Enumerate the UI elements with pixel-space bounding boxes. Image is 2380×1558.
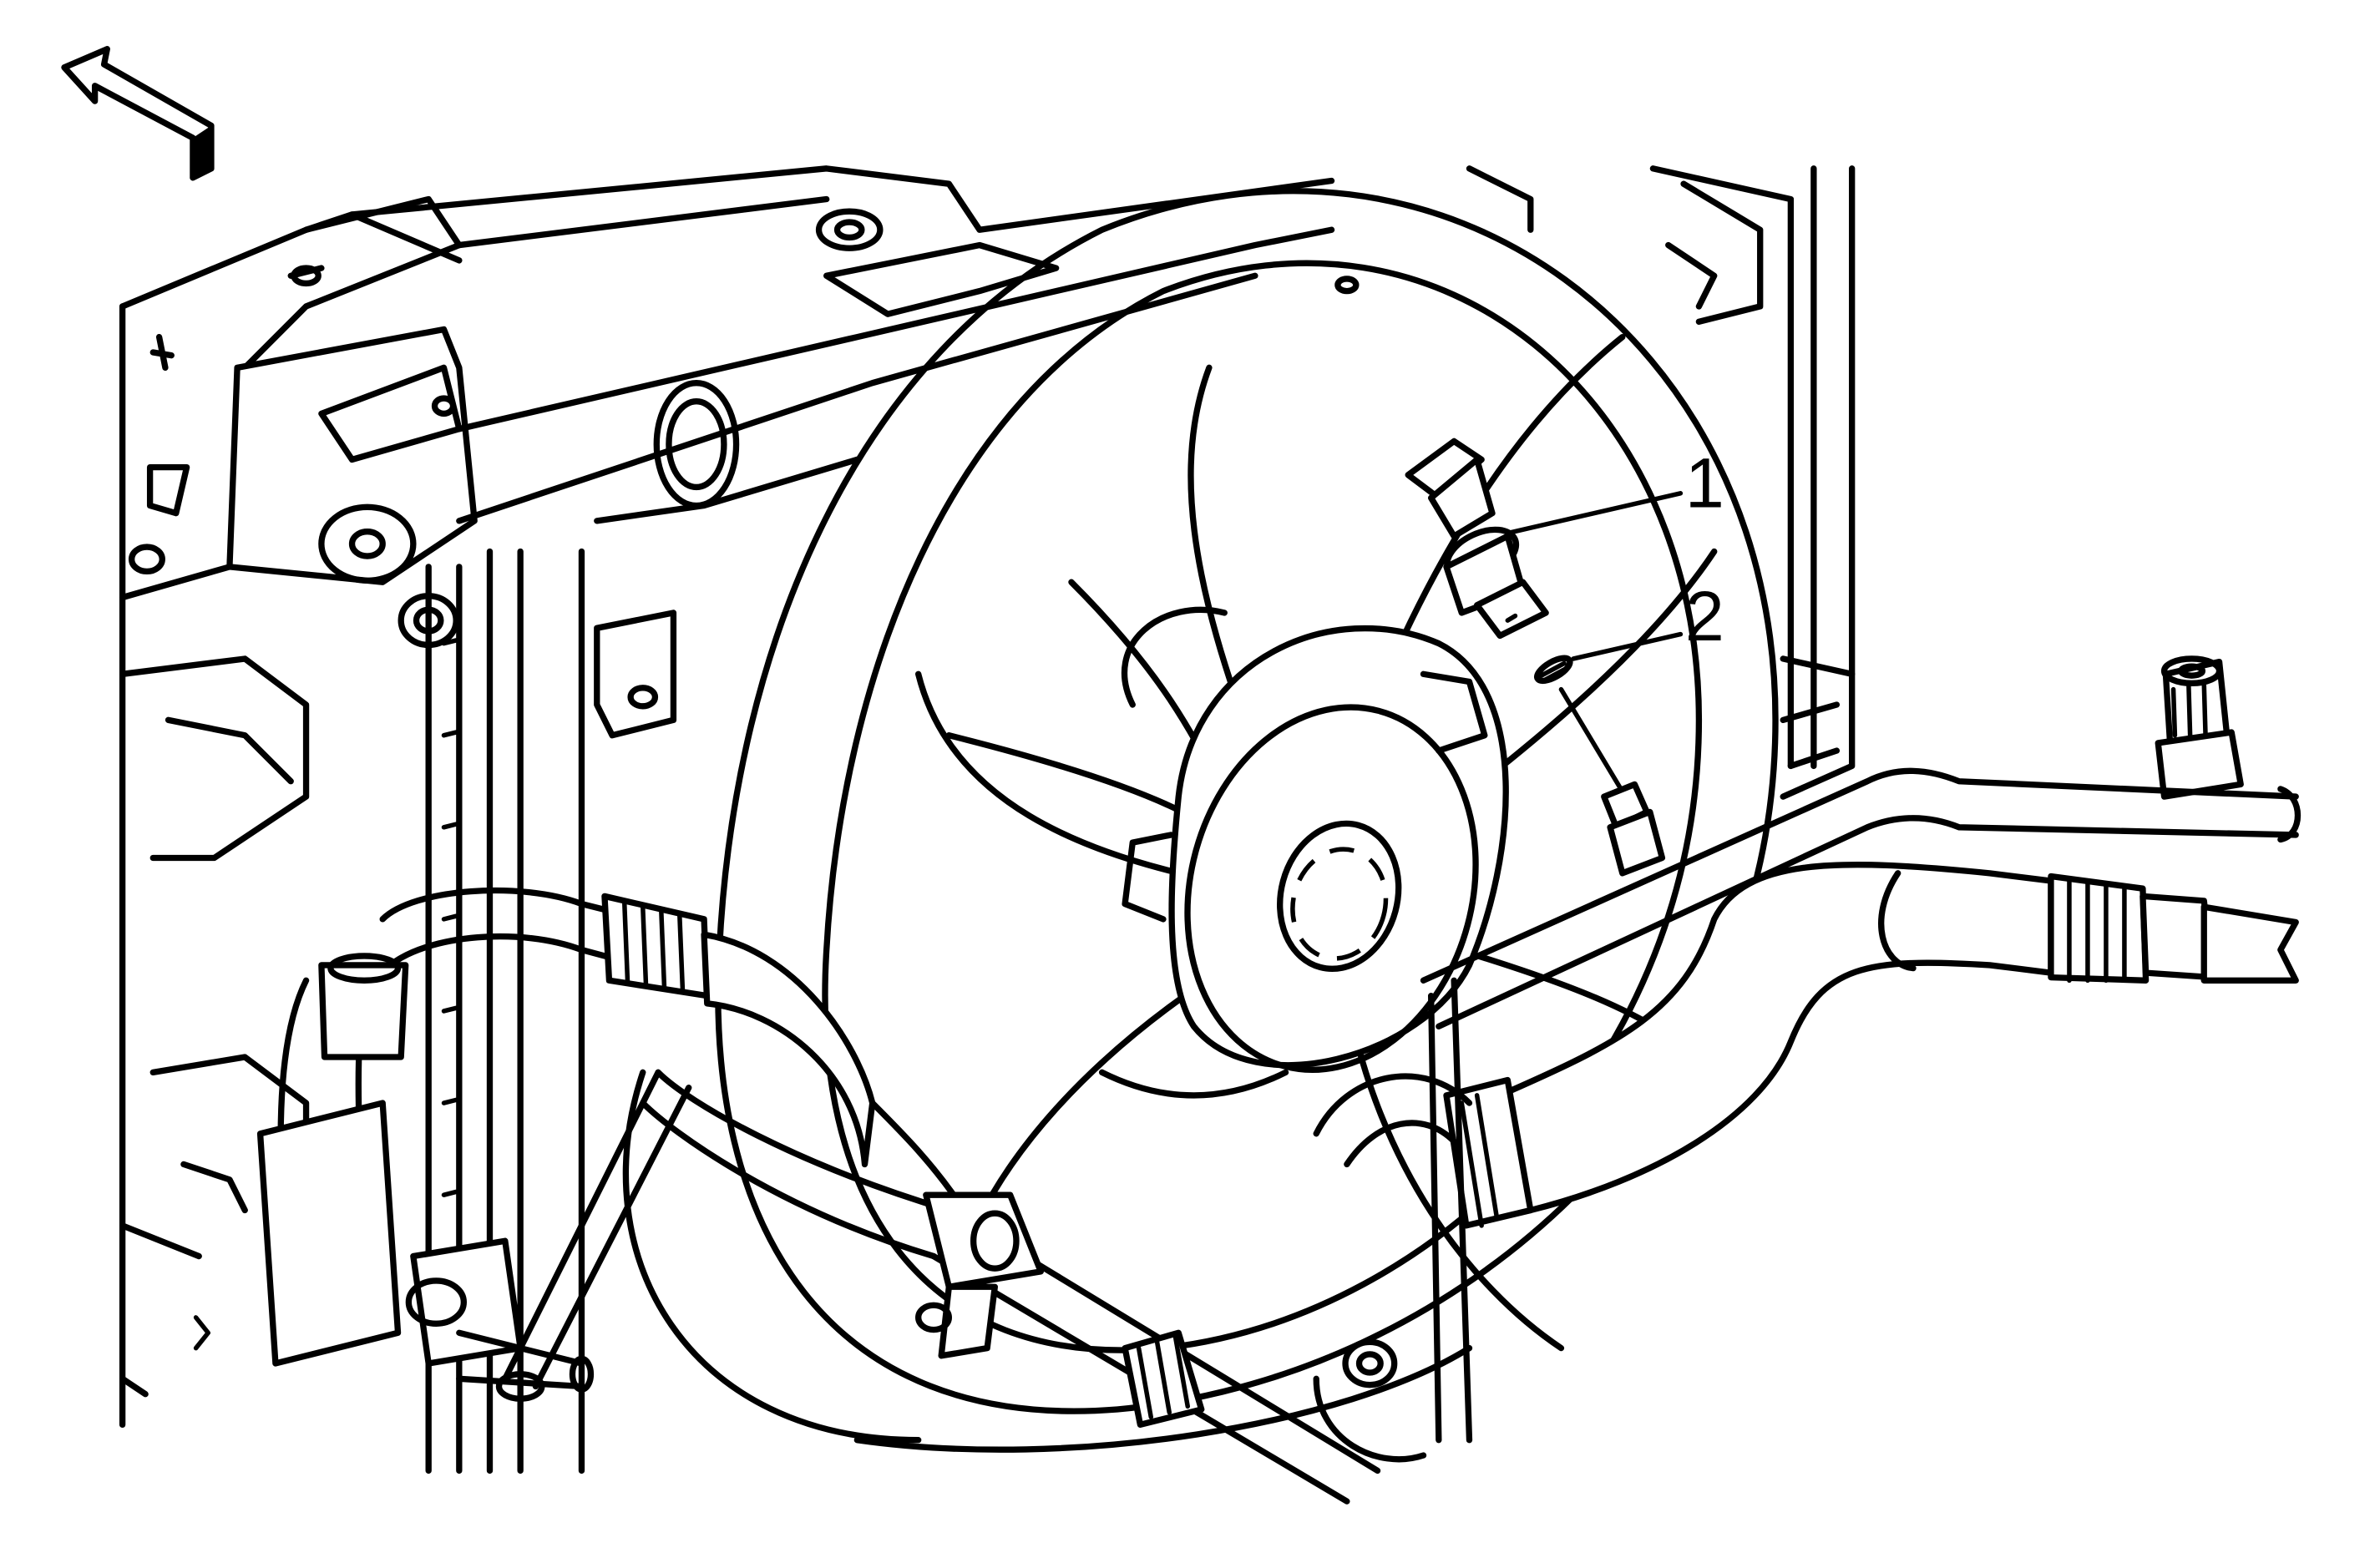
callout-2: 2 — [1571, 577, 1724, 661]
service-port-valve — [2155, 655, 2244, 800]
sensor-port-fitting — [1601, 781, 1666, 877]
installation-axis-line — [1558, 686, 1628, 799]
forward-direction-arrow-icon — [61, 46, 215, 181]
fan-motor — [1098, 606, 1509, 1099]
refrigerant-lines — [256, 767, 2301, 1505]
callout-1-leader — [1505, 491, 1684, 536]
pressure-sensor — [1405, 438, 1549, 640]
right-side-components — [1466, 165, 1856, 800]
callout-2-number: 2 — [1685, 577, 1724, 655]
o-ring-seal — [1534, 655, 1573, 685]
fan-shroud-ring — [622, 188, 1779, 1453]
fan-shroud-upper — [348, 165, 1360, 524]
callout-1: 1 — [1505, 443, 1724, 536]
callout-2-leader — [1571, 631, 1684, 661]
callout-1-number: 1 — [1685, 443, 1724, 522]
